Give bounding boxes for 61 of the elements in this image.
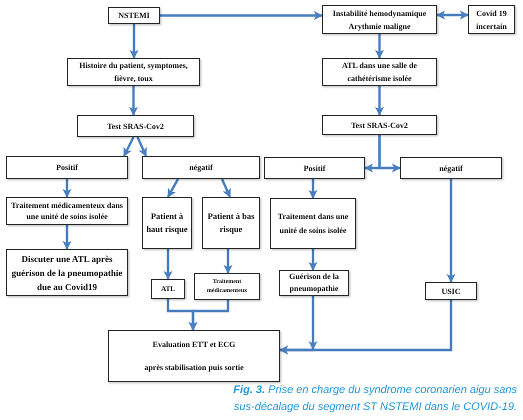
- process-box: [322, 115, 437, 135]
- arrow: [160, 11, 323, 20]
- box-text: Evaluation ETT et ECG: [152, 339, 236, 350]
- process-box: [77, 115, 194, 137]
- arrow: [279, 300, 452, 354]
- arrow: [62, 225, 72, 250]
- arrow: [436, 10, 469, 20]
- box-text: Traitement dans une unité de soins isolée: [276, 211, 350, 236]
- process-box: [6, 156, 128, 179]
- process-box: [425, 282, 477, 300]
- box-text: Instabilité hemodynamique Arythmie maligne: [332, 8, 428, 32]
- box-text: Discuter une ATL après guérison de la pneumopathie due au Covid19: [10, 252, 124, 294]
- process-box: [6, 197, 128, 225]
- arrow: [224, 249, 232, 274]
- box-text: Test SRAS-Cov2: [107, 120, 164, 132]
- figure-caption: Fig. 3. Prise en charge du syndrome coronarien aigu sans sus-décalage du segment ST NSTEMI dans le COVID-19.: [232, 383, 517, 415]
- process-box: [270, 198, 356, 249]
- box-text: après stabilisation puis sortie: [144, 362, 244, 373]
- box-text: USIC: [441, 286, 461, 296]
- box-text: négatif: [439, 162, 463, 174]
- arrow: [129, 86, 138, 116]
- arrow: [308, 179, 318, 199]
- box-text: ATL dans une salle de cathétérisme isolée: [341, 60, 418, 85]
- process-box: [279, 270, 349, 296]
- process-box: [468, 5, 515, 34]
- process-box: [142, 156, 260, 179]
- arrow: [378, 135, 401, 172]
- arrow: [375, 34, 384, 59]
- arrow: [130, 24, 138, 59]
- process-box: [142, 197, 192, 249]
- arrow: [62, 179, 72, 198]
- arrow: [164, 249, 172, 280]
- box-text: Positif: [56, 162, 78, 173]
- arrow: [122, 136, 135, 157]
- arrow: [136, 136, 148, 157]
- process-box: [67, 58, 200, 86]
- arrow: [188, 300, 230, 331]
- process-box: [322, 5, 437, 34]
- box-text: Patient à haut risque: [146, 210, 188, 236]
- process-box: [202, 197, 260, 249]
- box-text: Guérison de la pneumopathie: [288, 271, 340, 295]
- arrow: [375, 86, 384, 116]
- process-box: [322, 58, 437, 86]
- box-text: Covid 19 incertain: [475, 8, 508, 32]
- process-box: [400, 157, 502, 179]
- arrow: [446, 179, 456, 283]
- process-box: [151, 279, 185, 299]
- box-text: Traitement médicamenteux dans une unité de soins isolée: [10, 200, 124, 222]
- arrow: [308, 249, 318, 271]
- box-text: NSTEMI: [118, 10, 150, 21]
- process-box: [194, 273, 260, 300]
- process-box: [264, 157, 365, 179]
- box-text: Positif: [304, 162, 326, 174]
- box-text: Test SRAS-Cov2: [351, 120, 408, 130]
- process-box: [108, 330, 280, 382]
- arrow: [220, 178, 232, 198]
- box-text: négatif: [189, 162, 213, 173]
- arrow: [166, 178, 180, 198]
- box-text: Patient à bas risque: [206, 210, 256, 236]
- process-box: [108, 7, 160, 24]
- box-text: Histoire du patient, symptomes, fièvre, toux: [78, 60, 189, 85]
